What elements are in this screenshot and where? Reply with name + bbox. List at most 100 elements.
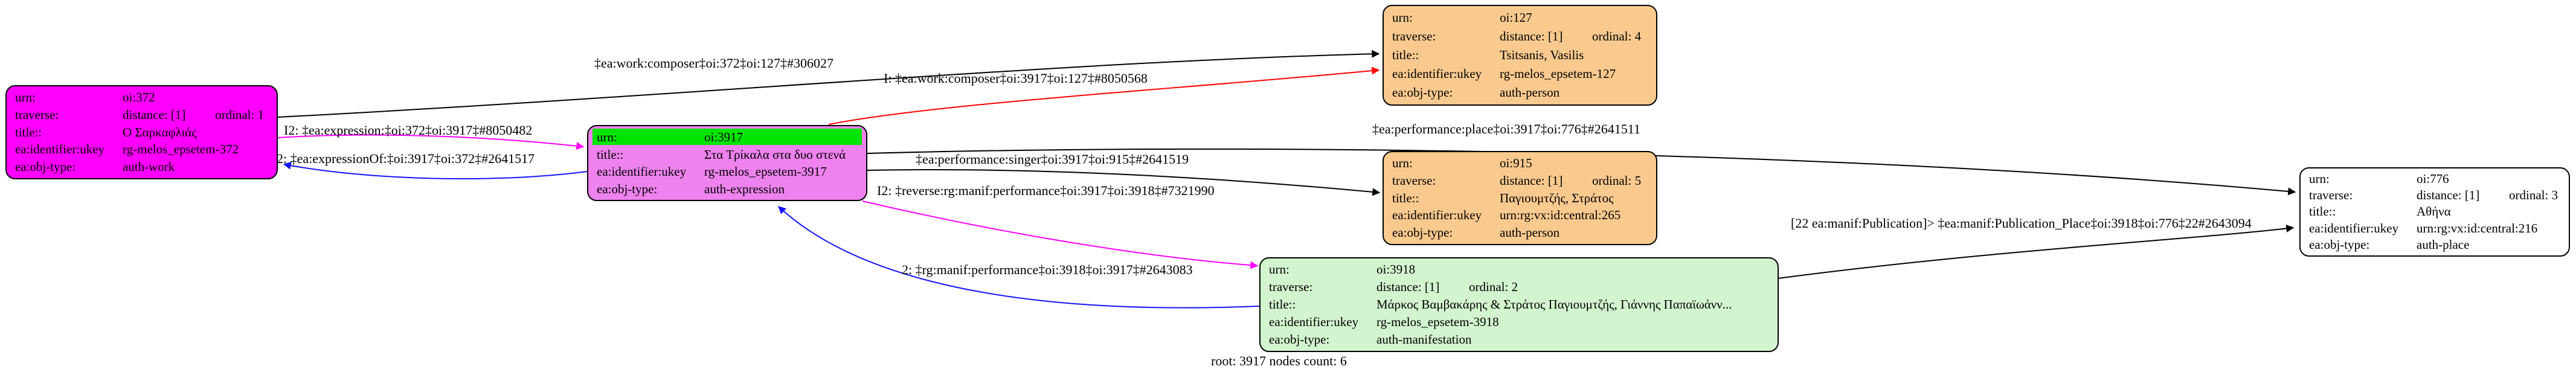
field-value: oi:915 — [1500, 156, 1532, 170]
node-row: urn:oi:3917 — [588, 129, 866, 146]
edge-work-composer-3917-127 — [828, 66, 1380, 125]
edge-work-composer-372-127-label: ‡ea:work:composer‡oi:372‡oi:127‡#306027 — [594, 56, 834, 71]
node-row: traverse:distance: [1]ordinal: 3 — [2301, 187, 2569, 204]
node-row: ea:obj-type:auth-work — [7, 158, 277, 176]
field-key: ea:obj-type: — [2309, 237, 2370, 252]
field-key: urn: — [1269, 262, 1290, 277]
edge-reverse-manif-performance-3917-3918 — [862, 200, 1259, 269]
node-row: traverse:distance: [1]ordinal: 1 — [7, 106, 277, 124]
node-row: title::Μάρκος Βαμβακάρης & Στράτος Παγιο… — [1261, 296, 1778, 313]
field-key: traverse: — [1392, 173, 1436, 188]
node-row: title::Tsitsanis, Vasilis — [1384, 46, 1656, 65]
node-row: ea:obj-type:auth-person — [1384, 83, 1656, 102]
node-row: ea:identifier:ukey urn:rg:vx:id:central:2… — [2301, 220, 2569, 237]
field-value: auth-manifestation — [1376, 332, 1472, 347]
edge-expressionOf-3917-372 — [283, 161, 588, 180]
field-value-ordinal: ordinal: 4 — [1592, 29, 1642, 43]
field-value: distance: [1] — [1500, 29, 1563, 43]
field-value: rg-melos_epsetem-3918 — [1376, 315, 1499, 329]
field-key: ea:identifier:ukey — [1269, 315, 1359, 329]
field-value: Αθήνα — [2417, 204, 2451, 219]
node-row: ea:identifier:ukey rg-melos_epsetem-372 — [7, 141, 277, 158]
field-key: title:: — [1392, 190, 1419, 205]
node-row: urn: oi:915 — [1384, 155, 1656, 172]
field-key: ea:obj-type: — [597, 181, 658, 196]
field-key: ea:identifier:ukey — [597, 164, 687, 179]
field-value: oi:372 — [123, 90, 155, 104]
field-key: title:: — [1392, 48, 1419, 62]
field-value-ordinal: ordinal: 1 — [215, 107, 265, 122]
node-oi-3918[interactable]: urn: oi:3918 traverse: distance: [1] ordinal… — [1259, 257, 1779, 352]
node-row: ea:obj-type:auth-person — [1384, 224, 1656, 242]
field-value: urn:rg:vx:id:central:216 — [2417, 220, 2538, 236]
edge-manif-publication-place-3918-776-label: [22 ea:manif:Publication]> ‡ea:manif:Pub… — [1791, 216, 2252, 231]
node-row: ea:obj-type: auth-place — [2301, 237, 2569, 253]
field-value: Ο Σαρκαφλιάς — [123, 124, 197, 139]
node-row: ea:obj-type: auth-expression — [588, 181, 866, 198]
field-value: urn:rg:vx:id:central:265 — [1500, 208, 1621, 223]
field-key: title:: — [597, 147, 624, 162]
node-row: ea:obj-type: auth-manifestation — [1261, 331, 1778, 348]
edge-expression-372-3917-label: I2: ‡ea:expression:‡oi:372‡oi:3917‡#8050… — [284, 123, 532, 138]
edge-work-composer-3917-127-label: I: ‡ea:work:composer‡oi:3917‡oi:127‡#805… — [884, 71, 1148, 86]
field-key: urn: — [15, 90, 36, 104]
graph-root-caption: root: 3917 nodes count: 6 — [1211, 353, 1347, 368]
edge-performance-singer-3917-915 — [867, 169, 1381, 196]
field-value: distance: [1] — [2417, 188, 2480, 203]
field-value: Tsitsanis, Vasilis — [1500, 48, 1584, 62]
field-key: ea:obj-type: — [15, 159, 76, 175]
edge-manif-publication-place-3918-776 — [1778, 224, 2295, 279]
field-value: rg-melos_epsetem-372 — [123, 142, 239, 157]
node-row: title::Στα Τρίκαλα στα δυο στενά — [588, 146, 866, 164]
field-value: auth-expression — [704, 181, 785, 196]
node-row: urn: oi:776 — [2301, 171, 2569, 187]
field-value: oi:776 — [2417, 171, 2449, 186]
field-key: ea:identifier:ukey — [2309, 220, 2399, 236]
node-row: ea:identifier:ukey rg-melos_epsetem-3917 — [588, 163, 866, 181]
field-value-ordinal: ordinal: 3 — [2509, 188, 2558, 203]
field-key: ea:identifier:ukey — [1392, 66, 1482, 81]
field-value-ordinal: ordinal: 5 — [1592, 173, 1642, 188]
node-row: urn:oi:127 — [1384, 8, 1656, 27]
node-row: urn: oi:3918 — [1261, 261, 1778, 278]
field-key: title:: — [2309, 204, 2336, 219]
field-key: ea:identifier:ukey — [15, 142, 105, 157]
field-key: title:: — [15, 124, 42, 139]
edge-manif-performance-3918-3917 — [778, 206, 1260, 309]
field-value: Παγιουμτζής, Στράτος — [1500, 190, 1614, 205]
field-value: oi:127 — [1500, 10, 1532, 25]
field-value: Στα Τρίκαλα στα δυο στενά — [704, 147, 846, 162]
node-oi-127[interactable]: urn:oi:127 traverse: distance: [1] ordinal:… — [1383, 5, 1657, 106]
field-value: distance: [1] — [1376, 280, 1440, 294]
node-oi-372[interactable]: urn: oi:372 traverse:distance: [1]ordinal:… — [5, 85, 278, 179]
node-row: traverse: distance: [1] ordinal: 2 — [1261, 278, 1778, 296]
field-key: urn: — [593, 129, 705, 145]
field-key: traverse: — [1269, 280, 1313, 294]
node-row: title::Ο Σαρκαφλιάς — [7, 124, 277, 141]
field-value: rg-melos_epsetem-3917 — [704, 164, 827, 179]
field-key: ea:obj-type: — [1269, 332, 1330, 347]
edge-expression-372-3917 — [277, 134, 585, 150]
field-key: urn: — [1392, 156, 1413, 170]
field-key: urn: — [2309, 171, 2330, 186]
node-row: title::Παγιουμτζής, Στράτος — [1384, 190, 1656, 207]
field-key: traverse: — [15, 107, 59, 122]
field-value: auth-place — [2417, 237, 2470, 252]
node-row: urn: oi:372 — [7, 89, 277, 106]
node-row: traverse: distance: [1] ordinal: 5 — [1384, 172, 1656, 190]
field-key: ea:identifier:ukey — [1392, 208, 1482, 223]
field-key: traverse: — [1392, 29, 1436, 43]
field-value: distance: [1] — [1500, 173, 1563, 188]
edge-reverse-manif-performance-3917-3918-label: I2: ‡reverse:rg:manif:performance‡oi:391… — [877, 183, 1215, 198]
edge-performance-singer-3917-915-label: ‡ea:performance:singer‡oi:3917‡oi:915‡#2… — [916, 152, 1189, 167]
field-key: ea:obj-type: — [1392, 85, 1453, 100]
field-value: oi:3918 — [1376, 262, 1416, 277]
node-oi-915[interactable]: urn: oi:915 traverse: distance: [1] ordinal:… — [1383, 151, 1657, 245]
field-value-ordinal: ordinal: 2 — [1469, 280, 1518, 294]
edge-performance-place-3917-776-label: ‡ea:performance:place‡oi:3917‡oi:776‡#26… — [1372, 121, 1640, 136]
